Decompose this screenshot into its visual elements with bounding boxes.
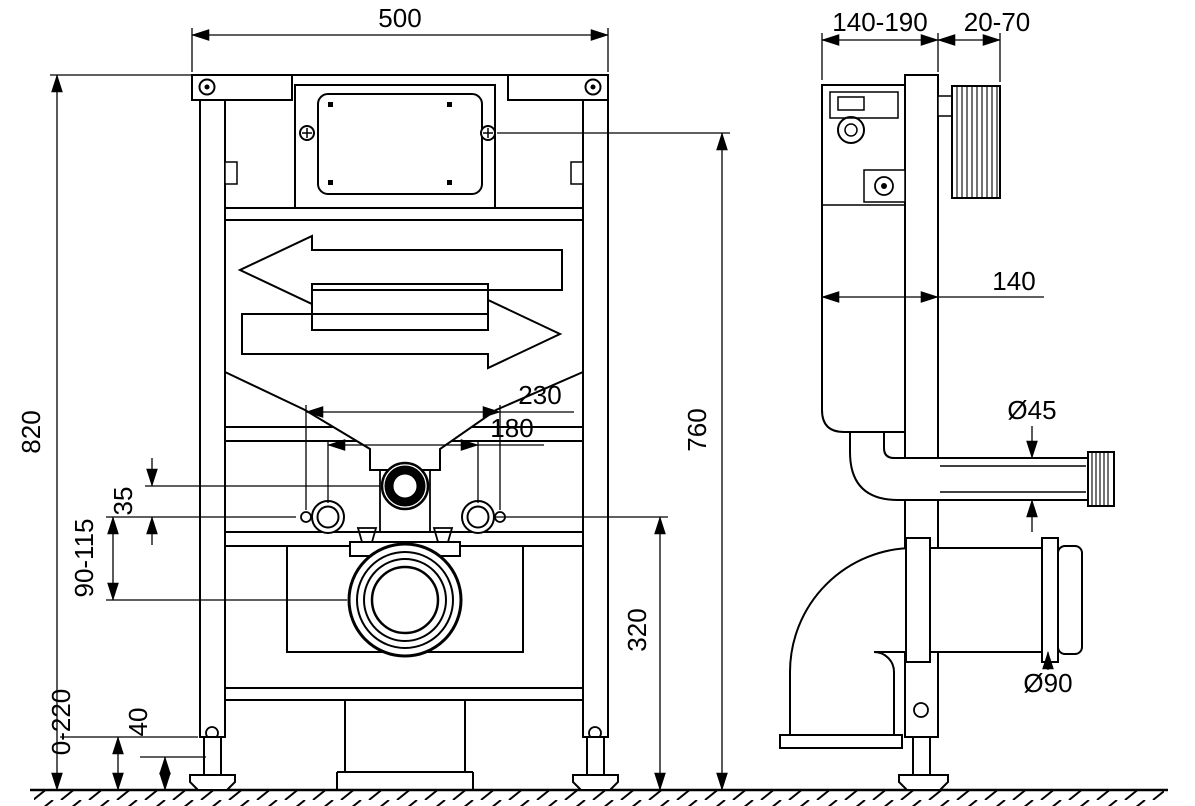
drain-socket bbox=[347, 542, 463, 658]
side-foot-plate bbox=[898, 774, 949, 791]
flush-arrows-graphic bbox=[237, 234, 563, 370]
dim-flush-pipe-diameter: Ø45 bbox=[1007, 395, 1056, 425]
dim-cistern-depth: 140 bbox=[992, 266, 1035, 296]
dim-inlet-offset: 35 bbox=[108, 487, 138, 516]
dim-anchor-hole-spacing: 230 bbox=[518, 380, 561, 410]
dim-frame-width: 500 bbox=[378, 3, 421, 33]
side-dimension-labels: 140-190 20-70 140 Ø45 Ø90 bbox=[832, 7, 1072, 698]
cistern-tank bbox=[224, 207, 584, 471]
elbow-base-flange bbox=[779, 734, 903, 749]
dim-drain-pipe-diameter: Ø90 bbox=[1023, 668, 1072, 698]
ground-hatching bbox=[34, 791, 1164, 806]
dim-leg-adjustment-range: 0-220 bbox=[46, 689, 76, 756]
outlet-box bbox=[336, 700, 474, 790]
drain-socket-collar bbox=[905, 537, 931, 663]
right-leg bbox=[582, 74, 609, 738]
side-cistern bbox=[821, 84, 906, 433]
dim-frame-height: 820 bbox=[16, 410, 46, 453]
side-view bbox=[779, 74, 1115, 791]
flush-plate-frame bbox=[317, 93, 483, 195]
dim-drain-offset-range: 90-115 bbox=[69, 518, 99, 597]
drain-end-cap bbox=[1057, 545, 1083, 655]
front-dimension-labels: 500 820 230 180 35 90-115 760 320 0-220 … bbox=[16, 3, 712, 755]
wall-anchor-block bbox=[951, 85, 1001, 199]
left-foot-plate bbox=[189, 774, 236, 791]
front-view bbox=[189, 74, 619, 791]
front-dimensions bbox=[50, 28, 730, 791]
right-foot bbox=[586, 736, 605, 776]
anchor-hole-left-icon bbox=[300, 511, 312, 523]
dim-flush-plate-height: 760 bbox=[682, 408, 712, 451]
left-leg bbox=[199, 74, 226, 738]
dim-outlet-zone-height: 320 bbox=[622, 608, 652, 651]
dim-foot-height: 40 bbox=[123, 708, 153, 737]
drain-end-flange bbox=[1041, 537, 1059, 663]
dim-frame-depth-range: 140-190 bbox=[832, 7, 927, 37]
side-dimensions bbox=[821, 33, 1054, 670]
left-foot bbox=[203, 736, 222, 776]
right-foot-plate bbox=[572, 774, 619, 791]
dim-bowl-bolt-spacing: 180 bbox=[490, 413, 533, 443]
side-foot bbox=[912, 736, 931, 776]
access-panel bbox=[294, 84, 496, 209]
ground-line bbox=[30, 788, 1168, 806]
dim-wall-offset-range: 20-70 bbox=[964, 7, 1031, 37]
